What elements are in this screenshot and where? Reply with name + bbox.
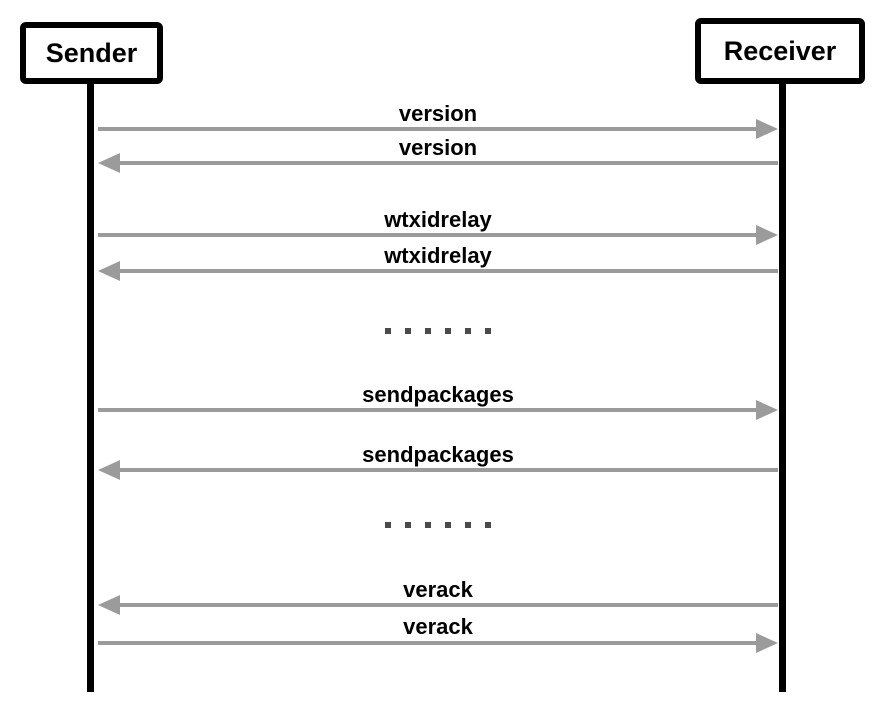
lifeline-receiver [779, 80, 786, 692]
dot [425, 522, 431, 528]
message-arrow-left [98, 153, 778, 173]
dot [405, 522, 411, 528]
message-arrow-right [98, 225, 778, 245]
lifeline-sender [87, 80, 94, 692]
message-arrow-right [98, 633, 778, 653]
dot [445, 522, 451, 528]
message-arrow-right [98, 400, 778, 420]
dot [485, 522, 491, 528]
dot [425, 328, 431, 334]
message-label: verack [403, 577, 473, 602]
dot [485, 328, 491, 334]
participant-box-sender: Sender [20, 22, 163, 84]
participant-label-receiver: Receiver [723, 35, 837, 66]
dot [465, 328, 471, 334]
message-label: verack [403, 614, 473, 639]
dot [385, 522, 391, 528]
message-arrow-left [98, 595, 778, 615]
message-label: version [398, 101, 478, 126]
message-label: version [398, 135, 478, 160]
dot [405, 328, 411, 334]
message-label: sendpackages [362, 442, 514, 467]
message-arrow-left [98, 460, 778, 480]
dot [385, 328, 391, 334]
message-arrow-left [98, 261, 778, 281]
ellipsis-dots [98, 328, 778, 334]
participant-box-receiver: Receiver [695, 18, 865, 84]
message-arrow-right [98, 119, 778, 139]
participant-label-sender: Sender [45, 37, 138, 68]
message-label: wtxidrelay [384, 243, 492, 268]
ellipsis-dots [98, 522, 778, 528]
message-label: sendpackages [362, 382, 514, 407]
dot [465, 522, 471, 528]
dot [445, 328, 451, 334]
message-label: wtxidrelay [384, 207, 492, 232]
